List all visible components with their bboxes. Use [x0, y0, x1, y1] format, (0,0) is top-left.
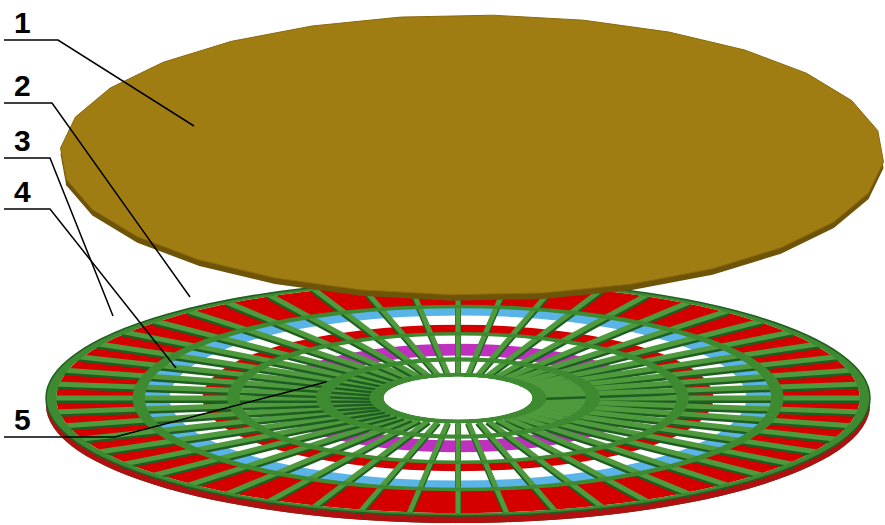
green-ring — [369, 373, 546, 424]
callout-number: 2 — [14, 71, 31, 101]
rim-outline — [46, 280, 870, 516]
leader-lines — [4, 40, 326, 437]
leader-line — [4, 382, 326, 437]
leader-line — [4, 40, 194, 126]
cover-plate — [61, 15, 884, 295]
green-ring — [133, 305, 784, 492]
leader-line — [4, 209, 176, 368]
disc-base — [46, 280, 870, 516]
green-ring — [227, 332, 688, 464]
callout-number: 1 — [14, 8, 31, 38]
upper-disc — [61, 15, 884, 301]
lower-disc — [46, 280, 870, 523]
leader-line — [4, 158, 113, 316]
outer-rim — [46, 280, 870, 516]
callout-number: 3 — [14, 126, 31, 156]
callout-number: 4 — [14, 177, 31, 207]
green-ring — [316, 357, 600, 438]
callout-number: 5 — [14, 405, 31, 435]
centre-hole — [384, 377, 532, 420]
